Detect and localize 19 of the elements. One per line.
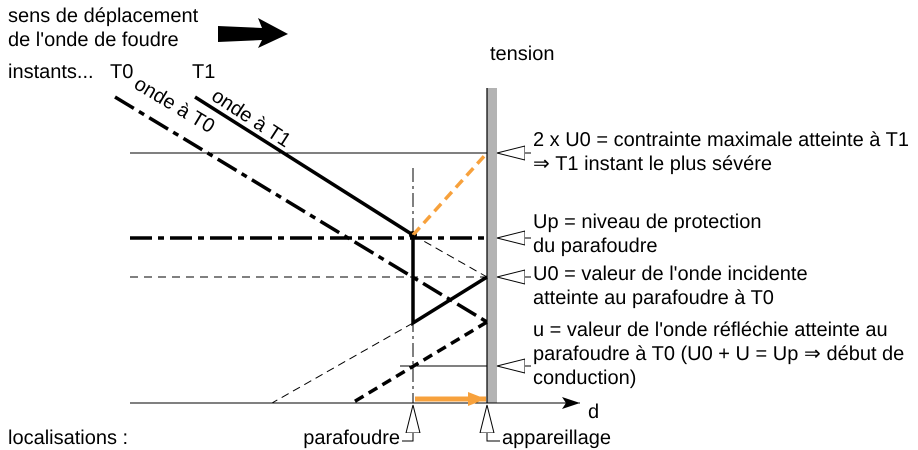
- callout-text: 2 x U0 = contrainte maximale atteinte à T1 ⇒ T1 instant le plus sévére: [533, 128, 909, 176]
- leader-line: [496, 358, 532, 374]
- note-text: sens de déplacement de l'onde de foudre: [8, 4, 200, 52]
- leader-line: [496, 146, 532, 160]
- row-label: instants...: [8, 60, 94, 84]
- leader-line: [496, 270, 532, 284]
- leader-line: [480, 404, 500, 442]
- leader-line: [402, 404, 420, 442]
- leader-line: [496, 230, 532, 246]
- callout-text: Up = niveau de protection du parafoudre: [533, 210, 762, 258]
- time-label: T1: [192, 60, 216, 84]
- callout-text: U0 = valeur de l'onde incidente atteinte au parafoudre à T0: [533, 262, 808, 310]
- callout-text: appareillage: [502, 426, 611, 450]
- row-label: localisations :: [8, 426, 128, 450]
- axis-label: tension: [490, 42, 554, 66]
- axis-label: d: [588, 400, 600, 424]
- callout-text: parafoudre: [303, 426, 400, 450]
- time-label: T0: [110, 60, 134, 84]
- callout-text: u = valeur de l'onde réfléchie atteinte au parafoudre à T0 (U0 + U = Up ⇒ début de conduction): [533, 318, 905, 390]
